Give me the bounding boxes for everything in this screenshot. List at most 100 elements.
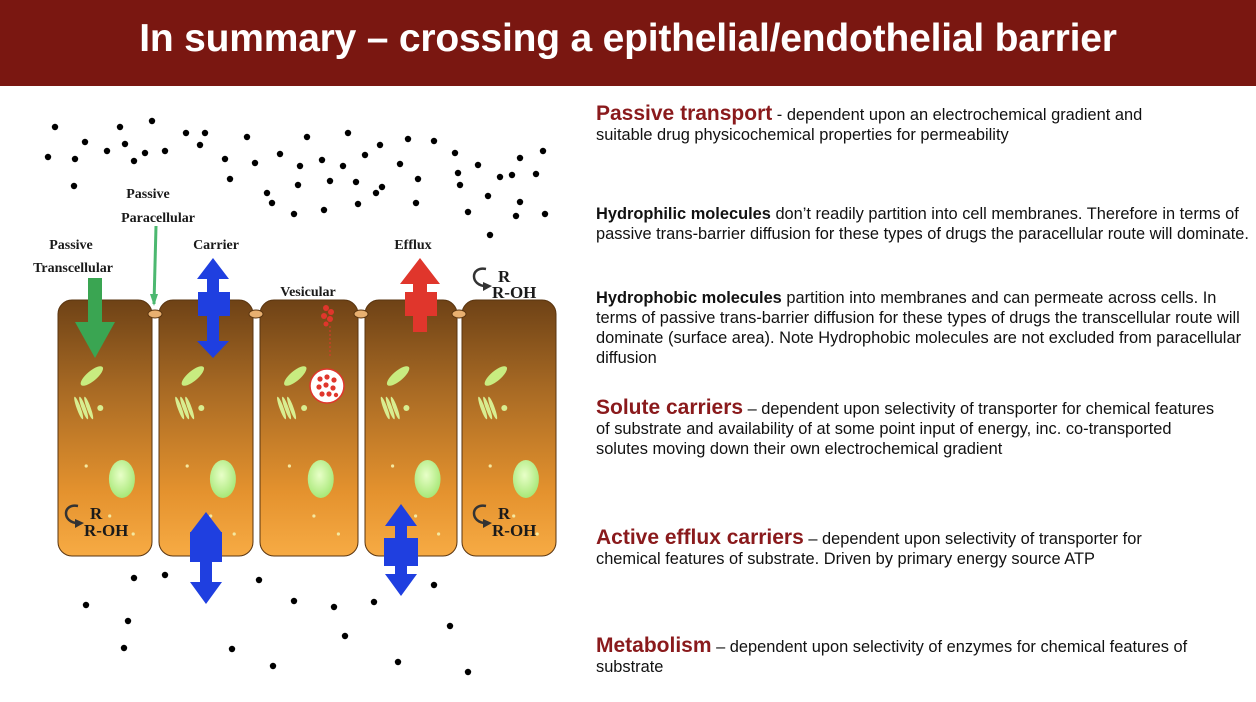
drug-molecule	[456, 181, 464, 189]
drug-molecule	[81, 138, 89, 146]
golgi	[380, 396, 390, 420]
golgi	[277, 396, 287, 420]
drug-molecule	[196, 141, 204, 149]
cell-3	[259, 299, 359, 557]
drug-molecule	[512, 212, 520, 220]
golgi	[84, 396, 94, 420]
organelle-speck	[131, 532, 135, 536]
organelle-speck	[512, 514, 516, 518]
drug-molecule	[294, 181, 302, 189]
golgi	[180, 396, 190, 420]
label-metab-roh-left: R-OH	[84, 521, 128, 540]
golgi	[390, 396, 400, 420]
drug-molecule	[290, 597, 298, 605]
drug-molecule	[496, 173, 504, 181]
text-active-efflux: – dependent upon selectivity of transpor…	[596, 530, 1142, 568]
section-solute-carriers: Solute carriers – dependent upon selecti…	[596, 397, 1216, 459]
organelle-dot	[501, 405, 508, 411]
drug-molecule	[251, 159, 259, 167]
section-hydrophobic: Hydrophobic molecules partition into mem…	[596, 288, 1256, 368]
drug-molecule	[454, 169, 462, 177]
drug-molecule	[320, 206, 328, 214]
drug-molecule	[290, 210, 298, 218]
drug-molecule	[103, 147, 111, 155]
tight-junctions	[147, 309, 467, 319]
drug-molecule	[539, 147, 547, 155]
drug-molecule	[396, 160, 404, 168]
organelle-dot	[403, 405, 410, 411]
drug-molecule	[430, 581, 438, 589]
drug-molecule	[414, 175, 422, 183]
drug-molecule	[116, 123, 124, 131]
nucleus	[108, 460, 135, 498]
endoplasmic-reticulum	[284, 366, 307, 386]
label-metab-roh-top: R-OH	[492, 283, 536, 302]
passive-paracellular-arrow	[150, 225, 158, 306]
label-vesicular: Vesicular	[280, 285, 335, 300]
golgi	[175, 396, 185, 420]
text-metabolism: – dependent upon selectivity of enzymes …	[596, 638, 1188, 676]
carrier-arrow-basolateral	[190, 512, 222, 604]
nucleus	[414, 460, 441, 498]
drug-molecule	[318, 156, 326, 164]
drug-molecule	[446, 622, 454, 630]
endoplasmic-reticulum	[386, 366, 410, 386]
drug-molecule	[464, 208, 472, 216]
drug-molecule	[412, 199, 420, 207]
organelle-dot	[97, 405, 104, 411]
drug-molecule	[51, 123, 59, 131]
drug-molecule	[486, 231, 494, 239]
text-passive-transport: - dependent upon an electrochemical grad…	[596, 106, 1143, 144]
drug-molecule	[430, 137, 438, 145]
drug-molecule	[370, 598, 378, 606]
drug-molecule	[255, 576, 263, 584]
drug-molecule	[269, 662, 277, 670]
drug-molecule	[268, 199, 276, 207]
drug-molecule	[451, 149, 459, 157]
label-efflux: Efflux	[394, 238, 431, 253]
heading-metabolism: Metabolism	[596, 634, 712, 657]
drug-molecule	[354, 200, 362, 208]
bold-hydrophobic: Hydrophobic molecules	[596, 289, 782, 307]
organelle-speck	[287, 464, 291, 468]
organelle-dot	[198, 405, 205, 411]
drug-molecule	[532, 170, 540, 178]
drug-molecule	[263, 189, 271, 197]
organelle-speck	[209, 514, 213, 518]
drug-molecule	[404, 135, 412, 143]
text-hydrophobic: partition into membranes and can permeat…	[596, 289, 1242, 367]
drug-molecule	[121, 140, 129, 148]
drug-molecule	[70, 182, 78, 190]
label-metab-r-left: R	[90, 504, 103, 523]
drug-molecule	[141, 149, 149, 157]
barrier-diagram-svg: Passive Paracellular Passive Transcellul…	[33, 117, 557, 676]
organelle-speck	[336, 532, 340, 536]
drug-molecule	[330, 603, 338, 611]
drug-molecule	[243, 133, 251, 141]
organelle-speck	[488, 464, 492, 468]
label-passive-paracellular-2: Paracellular	[121, 211, 195, 226]
label-metab-roh-right: R-OH	[492, 521, 536, 540]
text-solute-carriers: – dependent upon selectivity of transpor…	[596, 400, 1215, 458]
drug-molecule	[464, 668, 472, 676]
golgi	[385, 396, 395, 420]
drug-molecule	[474, 161, 482, 169]
organelle-speck	[108, 514, 112, 518]
section-active-efflux: Active efflux carriers – dependent upon …	[596, 527, 1206, 569]
drug-molecule	[161, 571, 169, 579]
drug-molecule	[82, 601, 90, 609]
drug-molecule	[516, 198, 524, 206]
organelle-speck	[535, 532, 539, 536]
nucleus	[512, 460, 539, 498]
drug-molecule	[339, 162, 347, 170]
passive-transcellular-arrow	[75, 278, 115, 358]
section-metabolism: Metabolism – dependent upon selectivity …	[596, 634, 1256, 677]
golgi	[488, 396, 498, 420]
section-passive-transport: Passive transport - dependent upon an el…	[596, 103, 1196, 145]
carrier-arrow-apical	[197, 258, 230, 358]
page-title: In summary – crossing a epithelial/endot…	[139, 17, 1117, 60]
efflux-arrow	[400, 258, 440, 332]
drug-molecule	[352, 178, 360, 186]
drug-molecule	[303, 133, 311, 141]
drug-molecule	[130, 157, 138, 165]
